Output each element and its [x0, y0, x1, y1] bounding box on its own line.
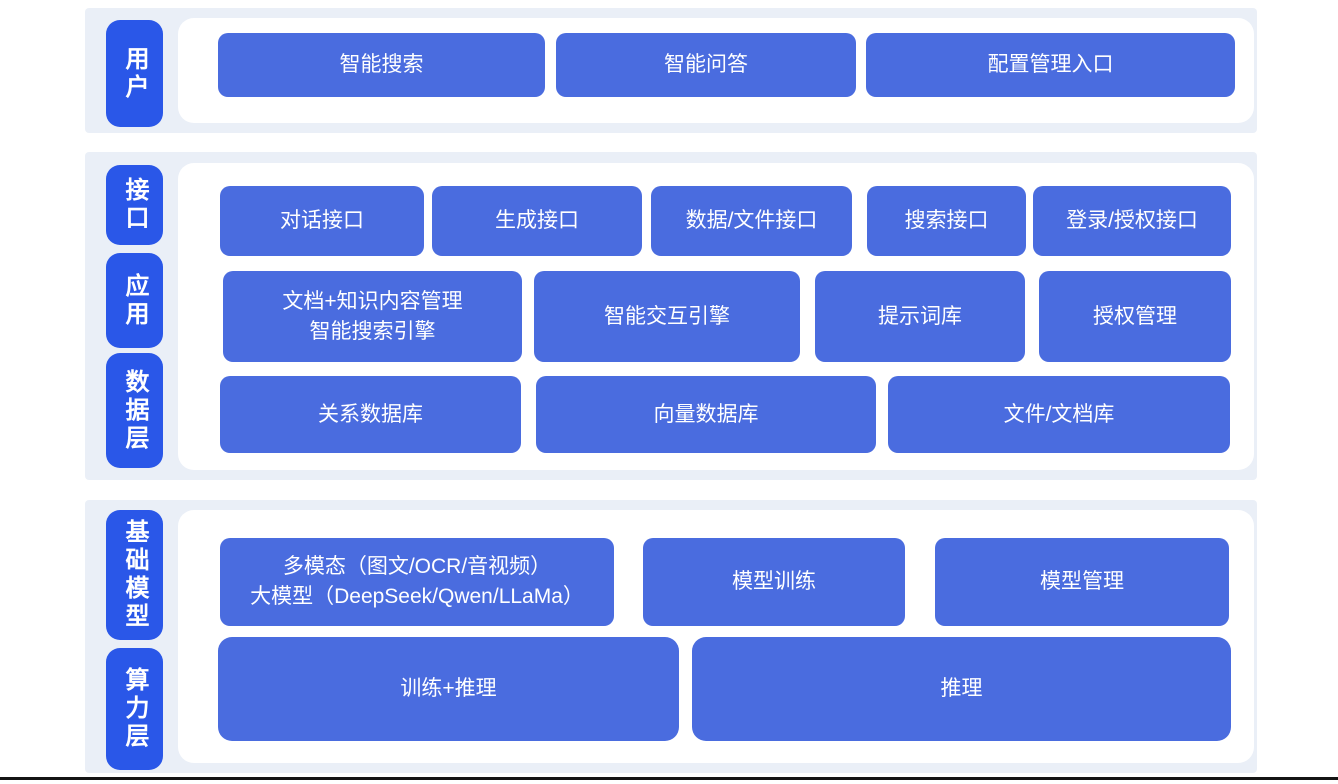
block-smart-search: 智能搜索	[218, 33, 545, 97]
block-label: 智能交互引擎	[604, 304, 730, 328]
block-smart-qa: 智能问答	[556, 33, 856, 97]
block-label: 生成接口	[495, 209, 579, 232]
block-label: 提示词库	[878, 304, 962, 328]
block-label: 授权管理	[1093, 304, 1177, 328]
block-label: 模型训练	[732, 570, 816, 593]
layer-label-text: 数据层	[121, 368, 148, 453]
block-label: 向量数据库	[653, 402, 759, 426]
layer-label-interface: 接口	[106, 165, 163, 245]
block-config-management-entry: 配置管理入口	[866, 33, 1235, 97]
block-model-training: 模型训练	[643, 538, 905, 626]
block-label: 智能搜索	[339, 53, 424, 76]
block-label: 登录/授权接口	[1066, 209, 1198, 232]
layer-label-text: 接口	[121, 177, 148, 233]
block-training-plus-inference: 训练+推理	[218, 637, 679, 741]
block-label: 文件/文档库	[1003, 402, 1115, 426]
block-multimodal-large-model: 多模态（图文/OCR/音视频） 大模型（DeepSeek/Qwen/LLaMa）	[220, 538, 614, 626]
layer-label-data-layer: 数据层	[106, 353, 163, 468]
layer-label-compute-layer: 算力层	[106, 648, 163, 770]
block-label: 智能问答	[664, 53, 748, 76]
layer-label-text: 用户	[121, 45, 148, 102]
block-label: 搜索接口	[904, 209, 989, 232]
block-smart-interaction-engine: 智能交互引擎	[534, 271, 800, 362]
block-relational-database: 关系数据库	[220, 376, 521, 453]
block-label: 文档+知识内容管理	[282, 289, 463, 313]
block-label: 训练+推理	[400, 677, 497, 700]
layer-label-text: 应用	[121, 272, 148, 329]
block-inference: 推理	[692, 637, 1231, 741]
layer-label-foundation-model: 基础模型	[106, 510, 163, 640]
block-data-file-api: 数据/文件接口	[651, 186, 852, 256]
layer-label-application: 应用	[106, 253, 163, 348]
block-label: 推理	[940, 677, 983, 700]
block-dialog-api: 对话接口	[220, 186, 424, 256]
block-generation-api: 生成接口	[432, 186, 642, 256]
block-label: 对话接口	[280, 209, 364, 232]
block-label: 数据/文件接口	[685, 209, 818, 232]
block-model-management: 模型管理	[935, 538, 1229, 626]
block-doc-knowledge-management-search-engine: 文档+知识内容管理 智能搜索引擎	[223, 271, 522, 362]
block-prompt-library: 提示词库	[815, 271, 1025, 362]
layer-label-text: 基础模型	[121, 519, 148, 631]
layer-label-text: 算力层	[121, 667, 148, 751]
block-login-auth-api: 登录/授权接口	[1033, 186, 1231, 256]
block-label-line2: 智能搜索引擎	[309, 319, 436, 343]
block-label: 关系数据库	[318, 402, 423, 426]
block-label: 模型管理	[1040, 570, 1124, 593]
block-vector-database: 向量数据库	[536, 376, 876, 453]
block-file-document-store: 文件/文档库	[888, 376, 1230, 453]
block-search-api: 搜索接口	[867, 186, 1026, 256]
block-label-line2: 大模型（DeepSeek/Qwen/LLaMa）	[250, 585, 584, 608]
layer-label-user: 用户	[106, 20, 163, 127]
bottom-window-border	[0, 777, 1338, 780]
block-label: 配置管理入口	[987, 53, 1114, 76]
block-label: 多模态（图文/OCR/音视频）	[282, 555, 552, 578]
block-authorization-management: 授权管理	[1039, 271, 1231, 362]
